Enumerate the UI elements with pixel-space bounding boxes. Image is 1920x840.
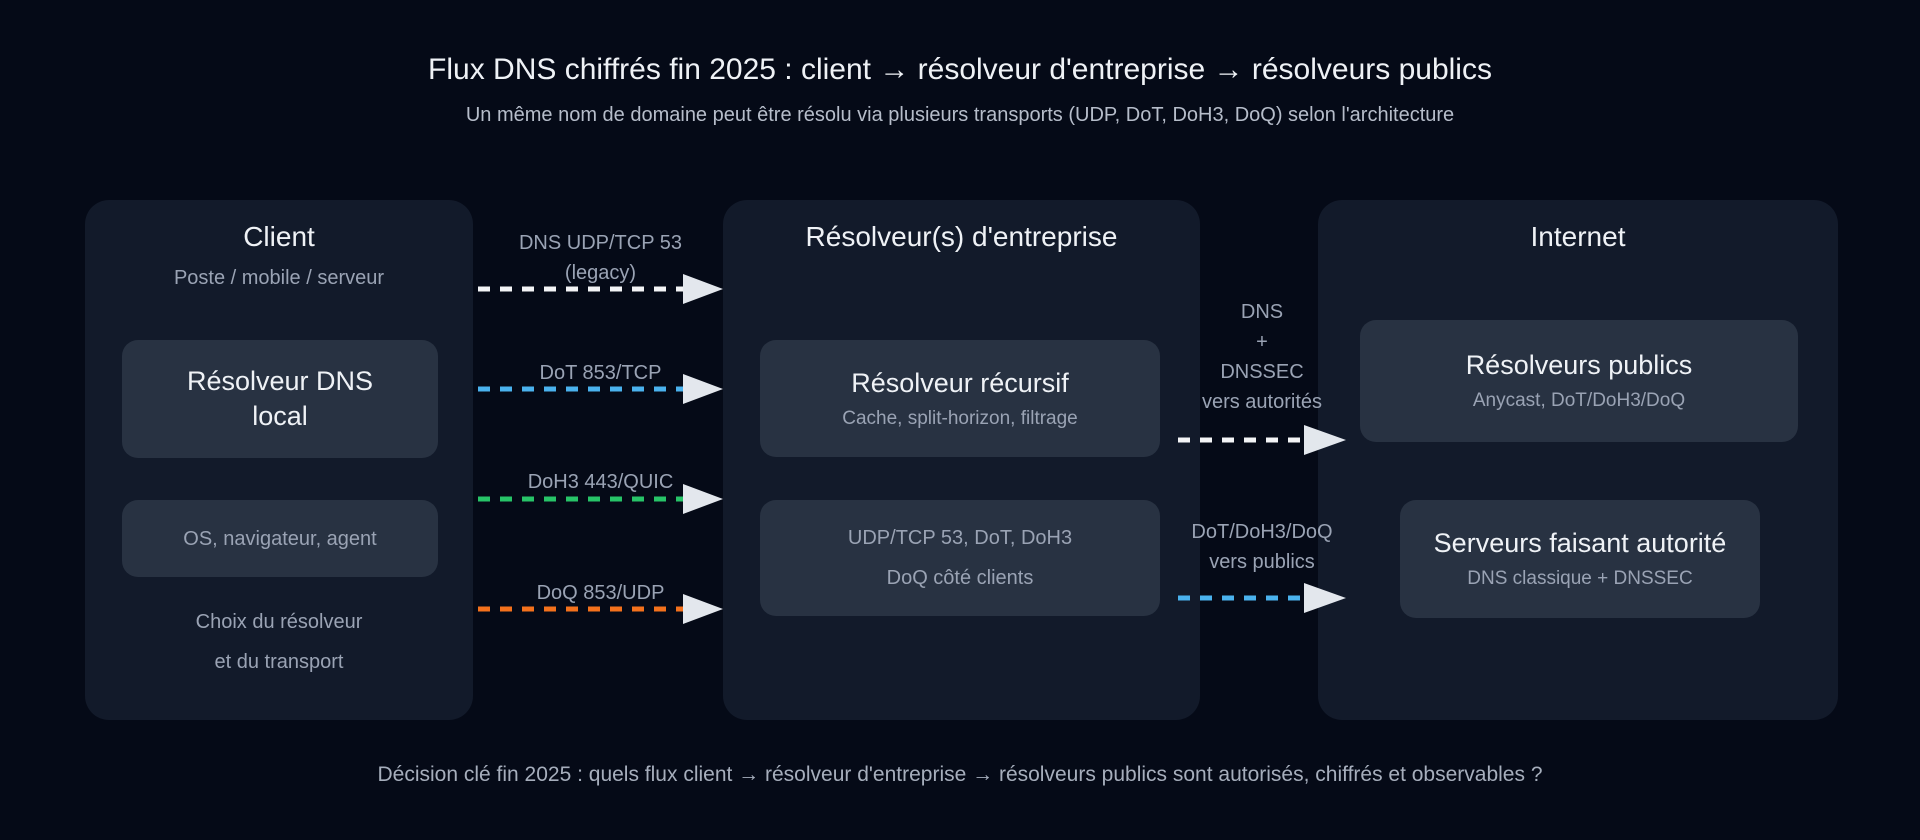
client-side-transports-card: UDP/TCP 53, DoT, DoH3 DoQ côté clients <box>760 500 1160 616</box>
flow-authorities: DNS + DNSSEC vers autorités <box>1178 297 1346 455</box>
local-resolver-card: Résolveur DNS local <box>122 340 438 458</box>
authorities-arrow-right-icon <box>1178 425 1346 455</box>
flow-udp53: DNS UDP/TCP 53 (legacy) <box>478 228 723 304</box>
local-resolver-title-line2: local <box>252 401 308 431</box>
flow-authorities-line3: DNSSEC <box>1220 361 1304 383</box>
flow-authorities-line2: + <box>1256 331 1268 353</box>
flow-udp53-label-line2: (legacy) <box>564 262 637 284</box>
page-title: Flux DNS chiffrés fin 2025 : client → ré… <box>428 53 1492 86</box>
public-resolvers-title: Résolveurs publics <box>1465 350 1693 380</box>
flow-doh3-label: DoH3 443/QUIC <box>527 471 674 493</box>
client-side-transports-line1: UDP/TCP 53, DoT, DoH3 <box>847 527 1073 549</box>
doh3-arrow-right-icon <box>478 484 723 514</box>
internet-panel: Internet Résolveurs publics Anycast, DoT… <box>1318 200 1838 720</box>
public-resolvers-card: Résolveurs publics Anycast, DoT/DoH3/DoQ <box>1360 320 1798 442</box>
local-resolver-title-line1: Résolveur DNS <box>186 366 374 396</box>
publics-arrow-right-icon <box>1178 583 1346 613</box>
flow-authorities-line4: vers autorités <box>1201 391 1323 413</box>
authoritative-servers-subtitle: DNS classique + DNSSEC <box>1467 568 1693 589</box>
os-agent-card: OS, navigateur, agent <box>122 500 438 577</box>
authoritative-servers-title: Serveurs faisant autorité <box>1433 528 1727 558</box>
flow-udp53-label-line1: DNS UDP/TCP 53 <box>518 232 682 254</box>
os-agent-label: OS, navigateur, agent <box>183 527 377 550</box>
flow-doq-label: DoQ 853/UDP <box>536 582 665 604</box>
internet-panel-title: Internet <box>1530 221 1626 252</box>
recursive-resolver-subtitle: Cache, split-horizon, filtrage <box>842 407 1078 429</box>
bottom-caption: Décision clé fin 2025 : quels flux clien… <box>377 763 1543 786</box>
client-panel-subtitle: Poste / mobile / serveur <box>173 267 385 289</box>
flow-publics-line2: vers publics <box>1209 551 1315 573</box>
enterprise-panel: Résolveur(s) d'entreprise Résolveur récu… <box>723 200 1200 720</box>
flow-doq: DoQ 853/UDP <box>478 578 723 624</box>
flow-publics-line1: DoT/DoH3/DoQ <box>1191 521 1333 543</box>
flow-dot: DoT 853/TCP <box>478 358 723 404</box>
public-resolvers-subtitle: Anycast, DoT/DoH3/DoQ <box>1472 390 1686 411</box>
recursive-resolver-card: Résolveur récursif Cache, split-horizon,… <box>760 340 1160 457</box>
client-panel-title: Client <box>243 221 315 252</box>
dot-arrow-right-icon <box>478 374 723 404</box>
client-footnote: Choix du résolveur et du transport <box>85 602 473 682</box>
recursive-resolver-title: Résolveur récursif <box>851 367 1069 398</box>
flow-publics: DoT/DoH3/DoQ vers publics <box>1178 517 1346 613</box>
flow-authorities-line1: DNS <box>1240 301 1284 323</box>
authoritative-servers-card: Serveurs faisant autorité DNS classique … <box>1400 500 1760 618</box>
flow-doh3: DoH3 443/QUIC <box>478 467 723 514</box>
client-panel: Client Poste / mobile / serveur Résolveu… <box>85 200 473 720</box>
flow-dot-label: DoT 853/TCP <box>539 362 662 384</box>
page-subtitle: Un même nom de domaine peut être résolu … <box>465 104 1455 126</box>
doq-arrow-right-icon <box>478 594 723 624</box>
client-footnote-line1: Choix du résolveur <box>195 611 363 633</box>
client-footnote-line2: et du transport <box>214 651 344 673</box>
udp53-arrow-right-icon <box>478 274 723 304</box>
enterprise-panel-title: Résolveur(s) d'entreprise <box>805 221 1118 252</box>
client-side-transports-line2: DoQ côté clients <box>886 567 1034 589</box>
